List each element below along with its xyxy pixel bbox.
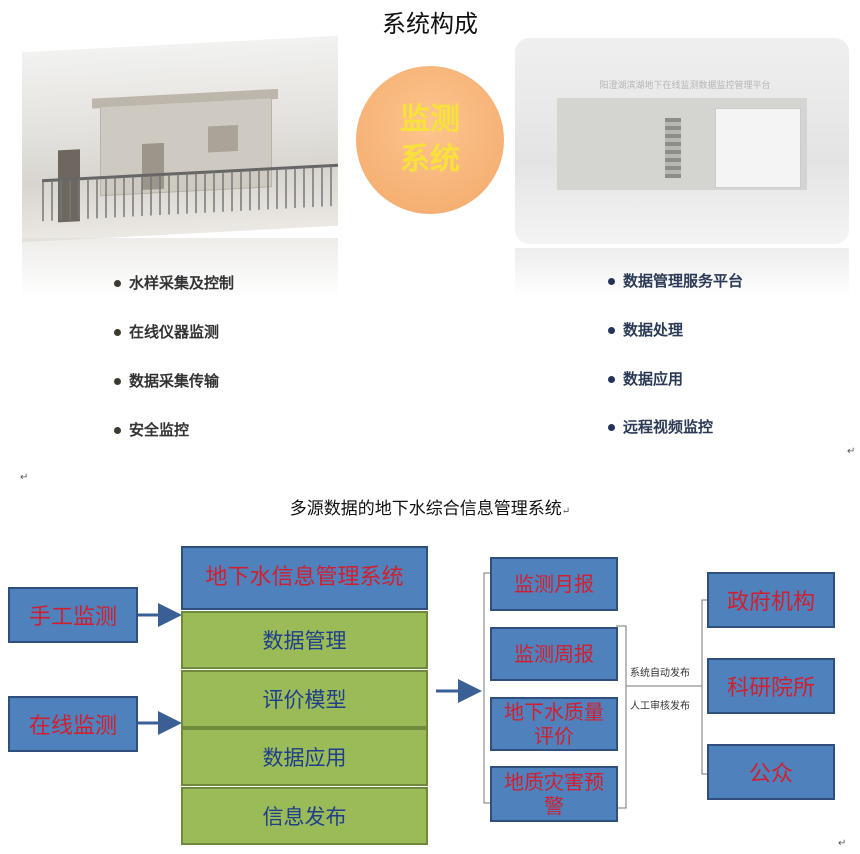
- paragraph-mark-icon: ↵: [847, 446, 856, 457]
- diagram-title-text: 多源数据的地下水综合信息管理系统: [289, 499, 562, 519]
- recipient-government: 政府机构: [707, 572, 835, 628]
- bullet-dot-icon: [114, 378, 121, 385]
- recipient-label: 政府机构: [726, 590, 815, 615]
- bullet-text: 远程视频监控: [623, 418, 714, 436]
- output-monthly-report: 监测月报: [490, 557, 618, 611]
- login-panel: [715, 108, 801, 188]
- module-evaluation-model: 评价模型: [181, 670, 428, 728]
- paragraph-mark-icon: ↵: [838, 838, 847, 849]
- output-label: 监测月报: [514, 572, 594, 596]
- bullet-dot-icon: [608, 424, 615, 431]
- output-groundwater-quality: 地下水质量评价: [490, 697, 618, 751]
- recipient-label: 公众: [748, 762, 793, 787]
- auto-publish-label: 系统自动发布: [630, 668, 690, 679]
- page-title: 系统构成: [382, 10, 478, 38]
- module-data-application: 数据应用: [181, 728, 428, 786]
- monitoring-system-circle: 监测系统: [356, 66, 504, 214]
- module-label: 数据应用: [262, 746, 347, 770]
- module-label: 数据管理: [262, 629, 347, 653]
- bullet-dot-icon: [114, 427, 121, 434]
- bullet-text: 在线仪器监测: [129, 323, 220, 341]
- bullet-text: 数据处理: [623, 321, 684, 339]
- outputs-bracket: [483, 572, 490, 804]
- publish-bracket: [616, 625, 627, 809]
- system-title-box: 地下水信息管理系统: [181, 546, 428, 610]
- left-bullet-item: 安全监控: [114, 419, 189, 440]
- output-geohazard-warning: 地质灾害预警: [490, 766, 618, 822]
- bullet-text: 数据采集传输: [129, 372, 220, 390]
- platform-header-text: 阳澄湖滨湖地下在线监测数据监控管理平台: [599, 81, 771, 91]
- paragraph-mark-icon: ↵: [20, 472, 29, 483]
- input-online-monitoring: 在线监测: [8, 696, 138, 752]
- bullet-dot-icon: [114, 280, 121, 287]
- left-bullet-item: 在线仪器监测: [114, 321, 219, 342]
- input-manual-monitoring: 手工监测: [8, 587, 138, 643]
- input-label: 手工监测: [28, 605, 117, 630]
- input-label: 在线监测: [28, 714, 117, 739]
- right-bullet-item: 数据处理: [608, 319, 683, 340]
- recipient-public: 公众: [707, 744, 835, 800]
- module-info-release: 信息发布: [181, 787, 428, 845]
- bullet-dot-icon: [608, 327, 615, 334]
- output-label: 地下水质量评价: [504, 700, 604, 748]
- system-title-label: 地下水信息管理系统: [205, 565, 404, 590]
- recipient-label: 科研院所: [726, 676, 815, 701]
- output-label: 地质灾害预警: [504, 770, 604, 818]
- module-label: 信息发布: [262, 805, 347, 829]
- right-bullet-item: 远程视频监控: [608, 416, 713, 437]
- bullet-dot-icon: [114, 329, 121, 336]
- recipients-bracket: [701, 599, 708, 775]
- manual-publish-label: 人工审核发布: [630, 701, 690, 712]
- left-bullet-item: 数据采集传输: [114, 370, 219, 391]
- output-label: 监测周报: [514, 642, 594, 666]
- bullet-dot-icon: [608, 278, 615, 285]
- platform-screenshot: 阳澄湖滨湖地下在线监测数据监控管理平台: [515, 38, 849, 244]
- bullet-dot-icon: [608, 376, 615, 383]
- circle-label: 监测系统: [400, 102, 460, 177]
- output-weekly-report: 监测周报: [490, 627, 618, 681]
- diagram-title: 多源数据的地下水综合信息管理系统↵: [0, 494, 860, 519]
- bullet-text: 安全监控: [129, 421, 190, 439]
- module-data-management: 数据管理: [181, 611, 428, 669]
- module-label: 评价模型: [262, 688, 347, 712]
- bullet-text: 水样采集及控制: [129, 274, 235, 292]
- right-bullet-item: 数据应用: [608, 368, 683, 389]
- right-bullet-item: 数据管理服务平台: [608, 270, 743, 291]
- bullet-text: 数据应用: [623, 370, 684, 388]
- pagoda-image: [665, 118, 681, 178]
- recipient-research: 科研院所: [707, 658, 835, 714]
- photo-reflection: [22, 238, 338, 298]
- screenshot-reflection: [515, 248, 849, 298]
- bullet-text: 数据管理服务平台: [623, 272, 744, 290]
- left-bullet-item: 水样采集及控制: [114, 272, 234, 293]
- paragraph-mark-icon: ↵: [561, 506, 571, 517]
